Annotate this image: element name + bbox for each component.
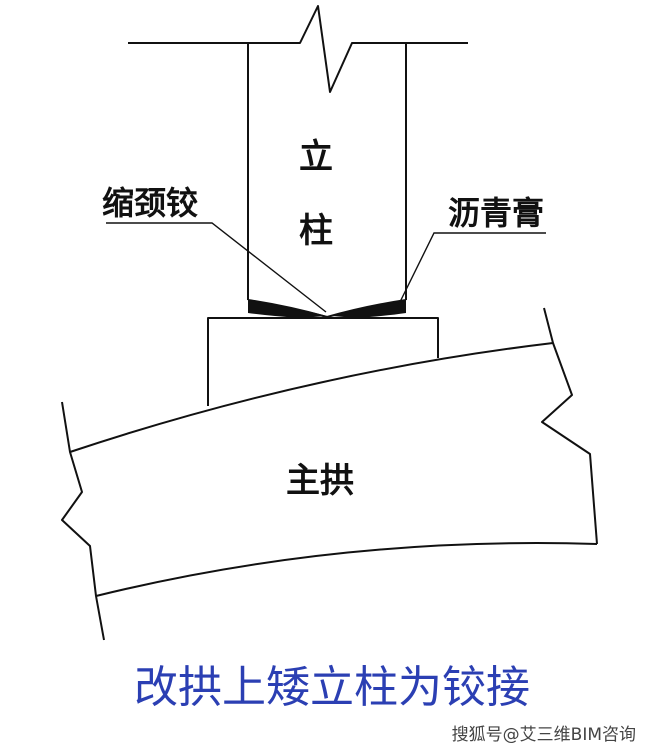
necked-hinge-leader bbox=[106, 222, 327, 313]
asphalt-wedge-left bbox=[248, 300, 327, 318]
main-arch-right-break bbox=[541, 307, 598, 545]
pedestal-block bbox=[207, 317, 439, 406]
main-arch-top-edge bbox=[69, 342, 554, 453]
asphalt-paste-label: 沥青膏 bbox=[448, 194, 544, 232]
column-label-char2: 柱 bbox=[299, 211, 333, 251]
asphalt-wedge-right bbox=[332, 300, 406, 318]
asphalt-leader bbox=[397, 232, 546, 307]
watermark-text: 搜狐号@艾三维BIM咨询 bbox=[452, 725, 636, 745]
diagram-caption: 改拱上矮立柱为铰接 bbox=[134, 662, 530, 713]
main-arch-left-break bbox=[61, 401, 105, 641]
top-beam-left bbox=[128, 5, 468, 93]
column-label-char1: 立 bbox=[299, 137, 333, 177]
main-arch-bottom-edge bbox=[95, 542, 598, 597]
necked-hinge-label: 缩颈铰 bbox=[102, 184, 198, 222]
main-arch-label: 主拱 bbox=[286, 461, 354, 501]
